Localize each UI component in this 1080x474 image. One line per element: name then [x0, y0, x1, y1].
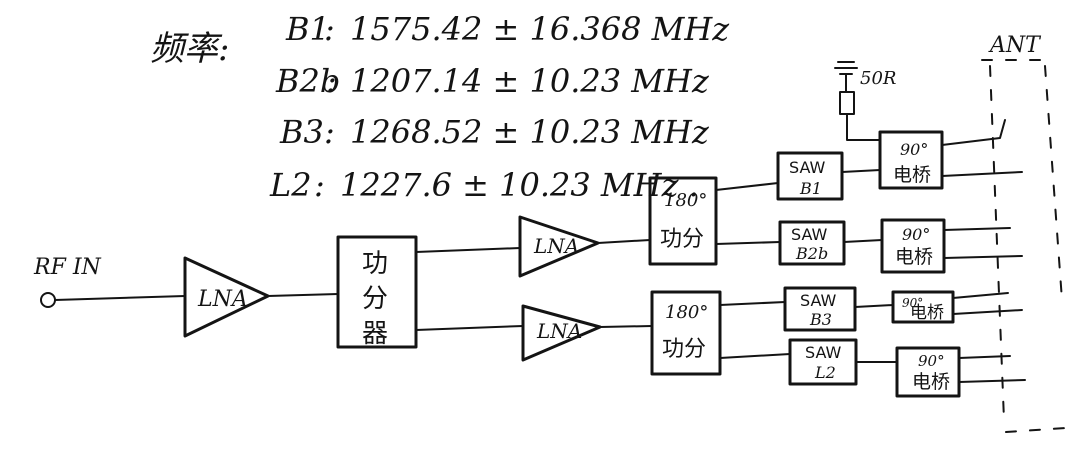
bridge-2-box — [880, 218, 946, 274]
wire-splitter-upper — [415, 247, 521, 253]
saw-filter-b2b: SAW B2b — [778, 220, 846, 266]
bridge-90-3: 90° 电桥 — [891, 290, 955, 324]
resistor-50r-label: 50R — [860, 68, 896, 89]
main-splitter-char-1: 功 — [362, 249, 388, 279]
wire-splitter180u-to-saw-b2b — [715, 241, 781, 245]
wire-bridge4-out-b — [958, 379, 1026, 383]
splitter180-upper-name: 功分 — [660, 227, 704, 252]
bridge-3-deg: 90° — [902, 296, 923, 310]
band-name-b2b: B2b — [275, 62, 340, 100]
wire-bridge2-out-b — [943, 255, 1023, 259]
saw-b2b-box — [778, 220, 846, 266]
saw-b1-label: SAW — [789, 158, 826, 177]
band-freq-b1: 1575.42 ± 16.368 MHz — [350, 10, 730, 48]
wire-bridge3-out-b — [952, 309, 1023, 315]
splitter180-upper-box — [648, 176, 718, 266]
wire-bridge1-out-b — [941, 171, 1023, 177]
band-freq-b3: 1268.52 ± 10.23 MHz — [350, 113, 710, 151]
saw-l2-label: SAW — [805, 343, 842, 362]
lna-2-label: LNA — [533, 234, 579, 258]
main-splitter-char-2: 分 — [362, 284, 388, 314]
wire-rf-in-to-lna — [54, 295, 186, 301]
lna-1-amplifier — [183, 256, 270, 338]
band-sep-l2: : — [314, 166, 325, 204]
ant-label: ANT — [988, 33, 1042, 58]
bridge-4-box — [895, 346, 961, 398]
bridge-1-box — [878, 130, 944, 190]
wire-saw-b1-to-bridge-1 — [841, 169, 881, 173]
antenna-outline-left — [989, 65, 1005, 421]
ground-symbol — [834, 61, 858, 75]
antenna-outline-right — [1044, 65, 1063, 301]
saw-b3-box — [783, 286, 857, 332]
band-name-b1: B1 — [285, 10, 330, 48]
wire-splitter180l-to-saw-b3 — [719, 301, 786, 306]
saw-b3-label: SAW — [800, 291, 837, 310]
bridge-4-name: 电桥 — [912, 371, 950, 393]
frequency-heading: 频率: — [150, 29, 229, 69]
saw-l2-band: L2 — [814, 363, 836, 382]
saw-filter-b3: SAW B3 — [783, 286, 857, 332]
bridge-2-name: 电桥 — [895, 246, 933, 268]
frequency-note-l2: L2 : 1227.6 ± 10.23 MHz . — [269, 166, 699, 204]
wire-splitter180u-to-saw-b1 — [715, 182, 779, 191]
wire-bridge3-out-a — [952, 292, 1009, 299]
resistor-50r — [839, 91, 855, 115]
antenna-outline-bottom — [1005, 427, 1067, 433]
band-name-l2: L2 — [269, 166, 312, 204]
main-splitter-box — [336, 235, 418, 349]
termination-lead-bottom — [846, 113, 881, 141]
band-sep-b3: : — [324, 113, 335, 151]
saw-filter-l2: SAW L2 — [788, 338, 858, 386]
splitter180-lower-deg: 180° — [665, 302, 708, 323]
saw-b3-band: B3 — [809, 310, 832, 329]
saw-b2b-label: SAW — [791, 225, 828, 244]
saw-b1-band: B1 — [799, 179, 822, 198]
saw-b1-box — [776, 151, 844, 201]
bridge-3-box — [891, 290, 955, 324]
saw-filter-b1: SAW B1 — [776, 151, 844, 201]
wire-saw-b2b-to-bridge-2 — [843, 239, 883, 243]
bridge-90-1: 90° 电桥 — [878, 130, 944, 190]
wire-lna1-to-splitter — [267, 293, 339, 297]
bridge-1-deg: 90° — [900, 140, 928, 159]
frequency-note-b3: B3 : 1268.52 ± 10.23 MHz — [279, 113, 710, 151]
bridge-2-deg: 90° — [902, 225, 930, 244]
wire-saw-b3-to-bridge-3 — [854, 304, 894, 308]
saw-b2b-band: B2b — [795, 244, 828, 263]
frequency-note-b1: B1 : 1575.42 ± 16.368 MHz — [285, 10, 730, 48]
wire-splitter-lower — [415, 325, 524, 331]
main-splitter-char-3: 器 — [362, 319, 388, 349]
splitter180-upper-deg: 180° — [664, 190, 707, 211]
wire-bridge1-out-a — [941, 119, 1006, 146]
bridge-1-name: 电桥 — [893, 164, 931, 186]
wire-lna2-to-splitter180-upper — [597, 239, 651, 244]
wire-splitter180l-to-saw-l2 — [719, 353, 791, 359]
rf-in-label: RF IN — [33, 255, 102, 280]
bridge-4-deg: 90° — [918, 352, 945, 370]
bridge-90-4: 90° 电桥 — [895, 346, 961, 398]
bridge-90-2: 90° 电桥 — [880, 218, 946, 274]
termination-50r: 50R — [834, 61, 896, 141]
splitter180-lower-box — [650, 290, 722, 376]
band-name-b3: B3 — [279, 113, 324, 151]
lna-1-label: LNA — [197, 287, 248, 312]
lna-3-label: LNA — [536, 319, 582, 343]
bridge-3-name: 电桥 — [910, 303, 944, 323]
lna-2-amplifier — [518, 215, 600, 278]
frequency-note-b2b: B2b : 1207.14 ± 10.23 MHz — [275, 62, 710, 100]
rf-in-port — [40, 292, 56, 308]
splitter180-lower-name: 功分 — [662, 337, 706, 362]
lna-3-amplifier — [521, 304, 602, 362]
wire-bridge2-out-a — [943, 227, 1011, 231]
band-freq-b2b: 1207.14 ± 10.23 MHz — [350, 62, 710, 100]
band-sep-b2b: : — [326, 62, 337, 100]
wire-lna3-to-splitter180-lower — [599, 325, 653, 328]
band-freq-l2: 1227.6 ± 10.23 MHz . — [340, 166, 699, 204]
band-sep-b1: : — [324, 10, 335, 48]
